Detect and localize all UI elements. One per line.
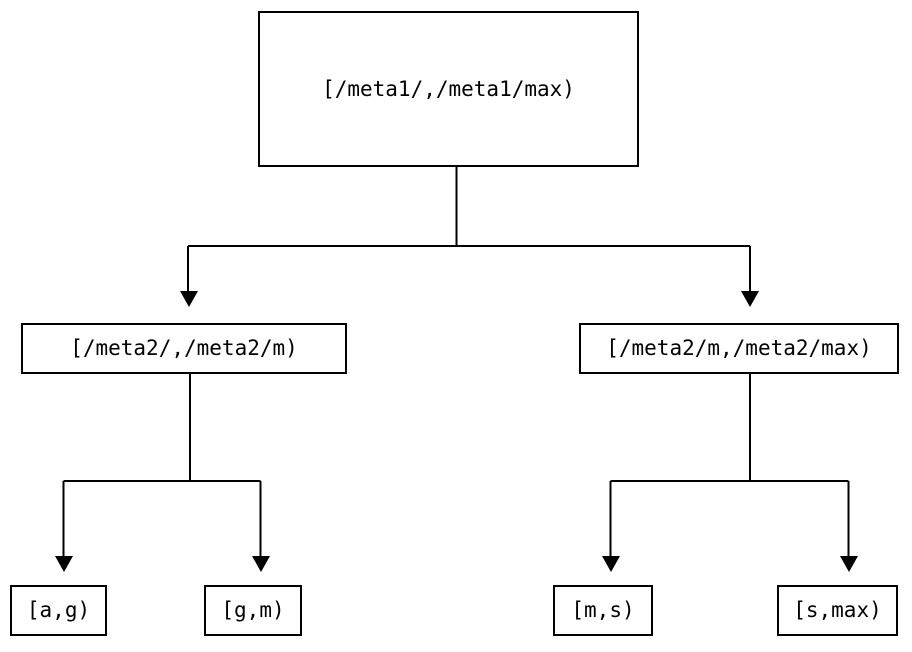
arrowhead-to-leaf-ag <box>55 556 73 572</box>
arrowhead-to-mid-left <box>180 291 198 307</box>
node-mid-left-label: [/meta2/,/meta2/m) <box>70 336 298 360</box>
node-leaf-gm-label: [g,m) <box>221 598 285 622</box>
node-leaf-ms-label: [m,s) <box>571 598 635 622</box>
arrowhead-to-mid-right <box>741 291 759 307</box>
node-leaf-gm[interactable]: [g,m) <box>204 585 302 636</box>
node-leaf-ag[interactable]: [a,g) <box>10 585 107 636</box>
arrowhead-to-leaf-ms <box>602 556 620 572</box>
arrowhead-to-leaf-gm <box>252 556 270 572</box>
node-mid-left[interactable]: [/meta2/,/meta2/m) <box>21 323 347 374</box>
node-mid-right-label: [/meta2/m,/meta2/max) <box>606 336 872 360</box>
node-leaf-ag-label: [a,g) <box>26 598 91 622</box>
node-leaf-smax-label: [s,max) <box>793 598 882 622</box>
node-root-label: [/meta1/,/meta1/max) <box>322 76 575 101</box>
node-mid-right[interactable]: [/meta2/m,/meta2/max) <box>579 323 899 374</box>
node-root[interactable]: [/meta1/,/meta1/max) <box>258 11 639 167</box>
node-leaf-ms[interactable]: [m,s) <box>553 585 653 636</box>
arrowhead-to-leaf-smax <box>840 556 858 572</box>
node-leaf-smax[interactable]: [s,max) <box>777 585 898 636</box>
